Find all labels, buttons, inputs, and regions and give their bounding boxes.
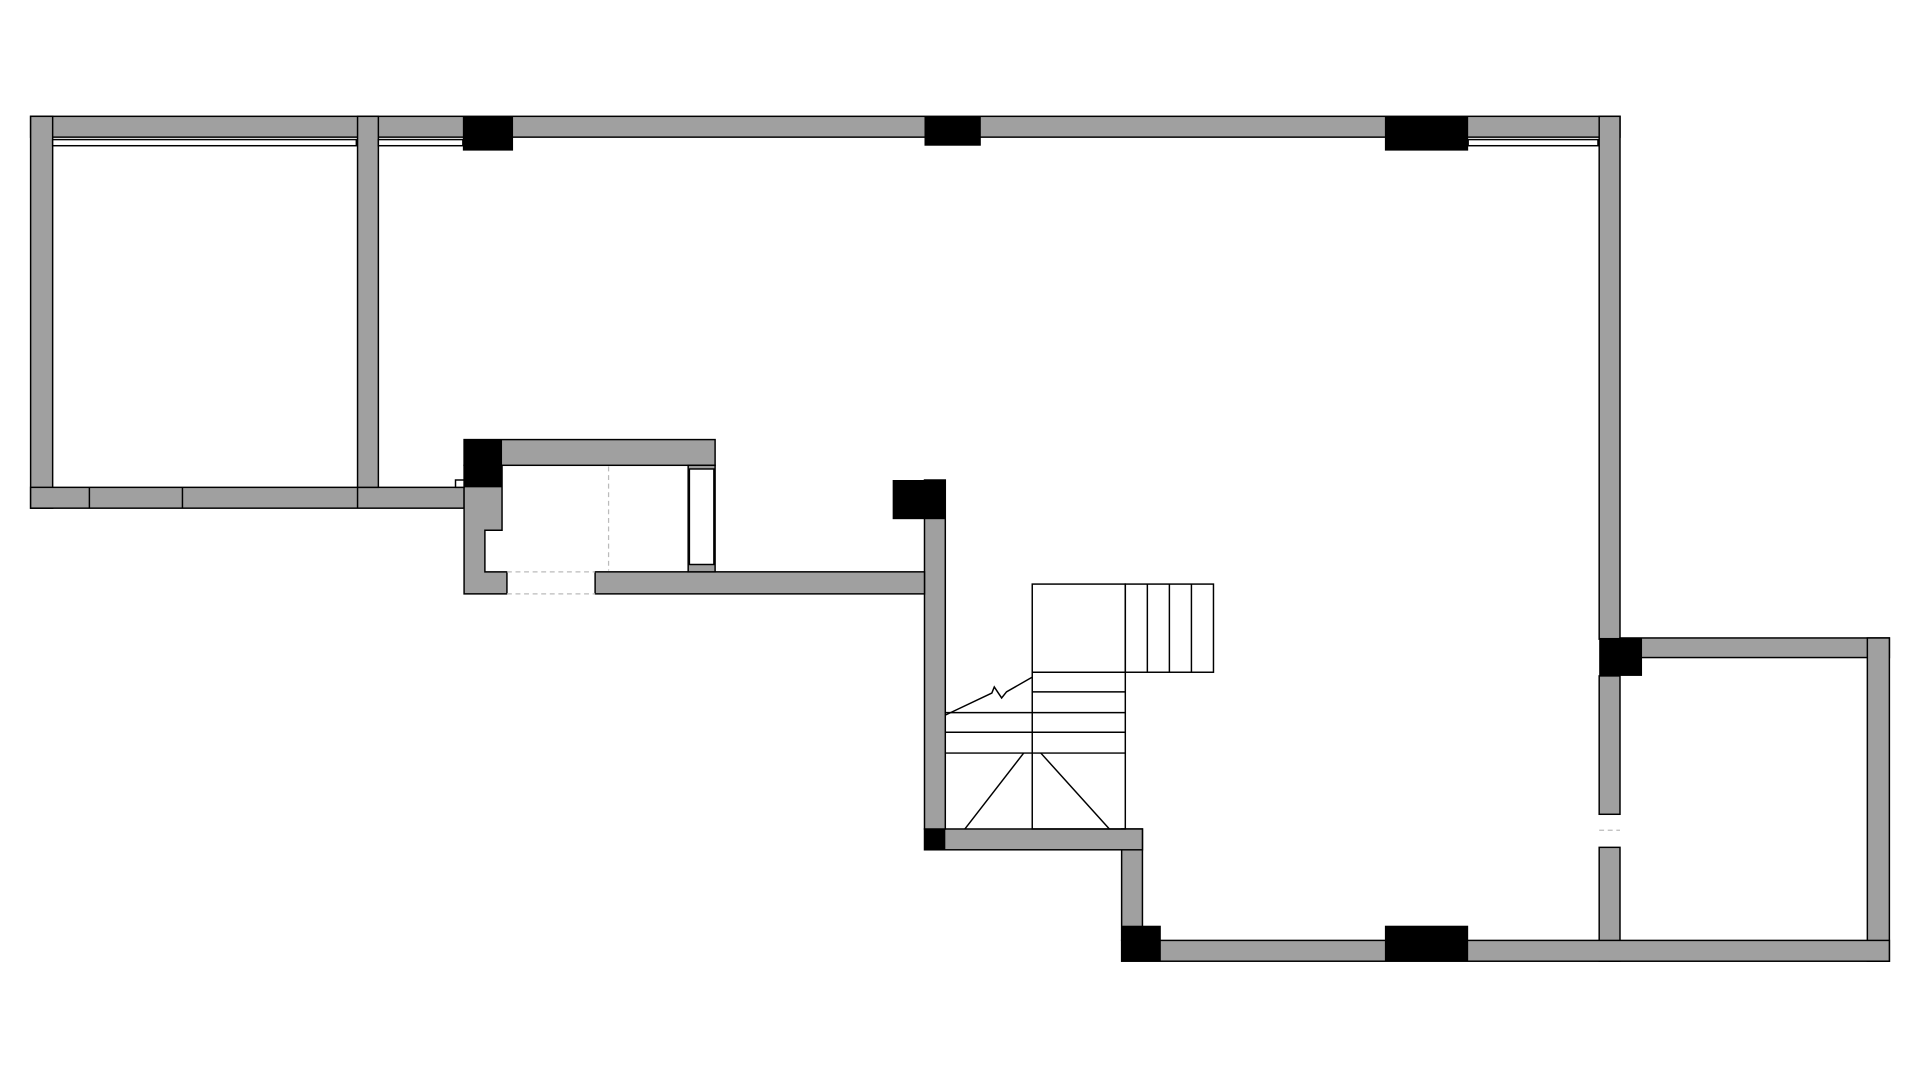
small-room-top xyxy=(463,438,716,467)
walls xyxy=(29,115,1891,962)
annex-top xyxy=(1619,637,1891,659)
columns xyxy=(462,116,1643,962)
window xyxy=(1467,138,1599,147)
staircase xyxy=(944,583,1215,830)
annex-right xyxy=(1866,637,1891,962)
window xyxy=(377,138,464,147)
wall-top xyxy=(29,115,1621,138)
stair-wall-left xyxy=(923,479,947,830)
windows xyxy=(51,138,1599,147)
wall-divider xyxy=(356,115,380,489)
window xyxy=(51,138,358,147)
break-line xyxy=(944,676,1033,716)
stair-wall-bottom xyxy=(923,828,1144,851)
wall-left-room-bottom xyxy=(29,486,465,509)
small-room-window xyxy=(688,468,715,566)
wall-right-middle xyxy=(1598,675,1621,816)
wall-bottom xyxy=(1120,939,1891,962)
wall-left xyxy=(29,115,54,509)
wall-middle xyxy=(594,571,926,595)
wall-right-upper xyxy=(1598,115,1621,640)
